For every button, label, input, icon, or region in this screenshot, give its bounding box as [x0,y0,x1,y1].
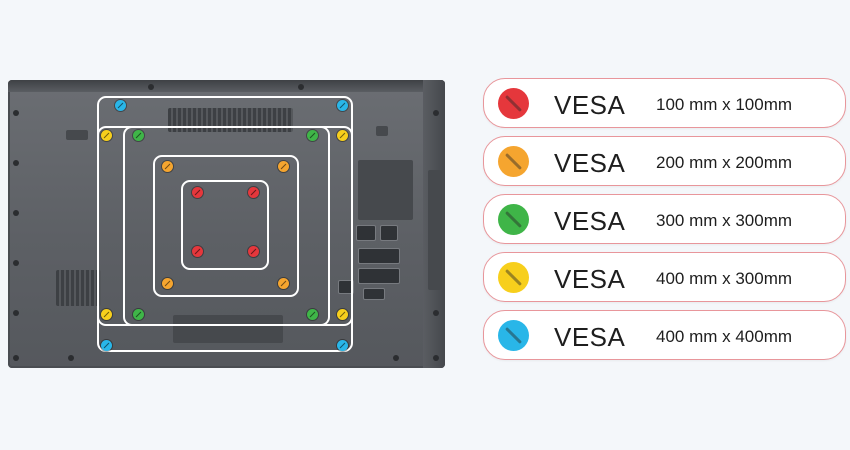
rear-panel-block [66,130,88,140]
vesa-frame-300x300 [123,126,330,326]
mount-hole [13,110,19,116]
vesa-screw-green [307,130,318,141]
vesa-screw-green [307,309,318,320]
mount-hole [13,160,19,166]
legend-row-vesa-400x400: VESA 400 mm x 400mm [483,310,846,360]
vesa-screw-yellow [337,130,348,141]
vesa-screw-yellow [101,130,112,141]
mount-hole [433,310,439,316]
mount-hole [433,110,439,116]
vesa-screw-orange [162,161,173,172]
mount-hole [393,355,399,361]
vesa-screw-yellow [101,309,112,320]
port-connector [356,225,376,241]
port-connector [380,225,398,241]
mount-hole [298,84,304,90]
rear-panel-block [428,170,442,290]
mount-hole [13,355,19,361]
vesa-screw-orange [278,161,289,172]
vesa-frame-200x200 [153,155,299,297]
legend-row-vesa-400x300: VESA 400 mm x 300mm [483,252,846,302]
legend-size: 300 mm x 300mm [656,211,793,230]
legend-label: VESA [554,206,626,236]
vesa-screw-green [133,309,144,320]
vesa-screw-red [248,246,259,257]
vesa-screw-blue [337,340,348,351]
legend-row-vesa-200: VESA 200 mm x 200mm [483,136,846,186]
vent-grille [56,270,101,306]
legend-label: VESA [554,90,626,120]
port-connector [338,280,354,294]
port-connector [358,268,400,284]
vesa-screw-blue [337,100,348,111]
mount-hole [68,355,74,361]
vesa-screw-red [192,187,203,198]
mount-hole [13,260,19,266]
tv-top-edge [8,80,445,92]
vesa-screw-blue [115,100,126,111]
blue-screw-icon [498,320,529,351]
legend-size: 400 mm x 300mm [656,269,793,288]
vesa-screw-blue [101,340,112,351]
vesa-screw-orange [278,278,289,289]
mount-hole [433,355,439,361]
legend-size: 400 mm x 400mm [656,327,793,346]
legend-row-vesa-300: VESA 300 mm x 300mm [483,194,846,244]
legend-label: VESA [554,322,626,352]
stand-bracket [173,315,283,343]
vesa-screw-green [133,130,144,141]
port-connector [358,248,400,264]
vesa-screw-red [248,187,259,198]
vesa-screw-yellow [337,309,348,320]
green-screw-icon [498,204,529,235]
orange-screw-icon [498,146,529,177]
mount-hole [13,310,19,316]
mount-hole [13,210,19,216]
legend-row-vesa-100: VESA 100 mm x 100mm [483,78,846,128]
legend-label: VESA [554,148,626,178]
vesa-legend: VESA 100 mm x 100mm VESA 200 mm x 200mm … [483,78,846,368]
yellow-screw-icon [498,262,529,293]
port-connector [363,288,385,300]
vent-grille [168,108,293,132]
rear-panel-block [376,126,388,136]
vesa-screw-orange [162,278,173,289]
mount-hole [148,84,154,90]
vesa-frame-100x100 [181,180,269,270]
rear-panel-block [358,160,413,220]
legend-size: 200 mm x 200mm [656,153,793,172]
legend-label: VESA [554,264,626,294]
legend-size: 100 mm x 100mm [656,95,793,114]
vesa-screw-red [192,246,203,257]
tv-back-panel [8,80,445,368]
red-screw-icon [498,88,529,119]
